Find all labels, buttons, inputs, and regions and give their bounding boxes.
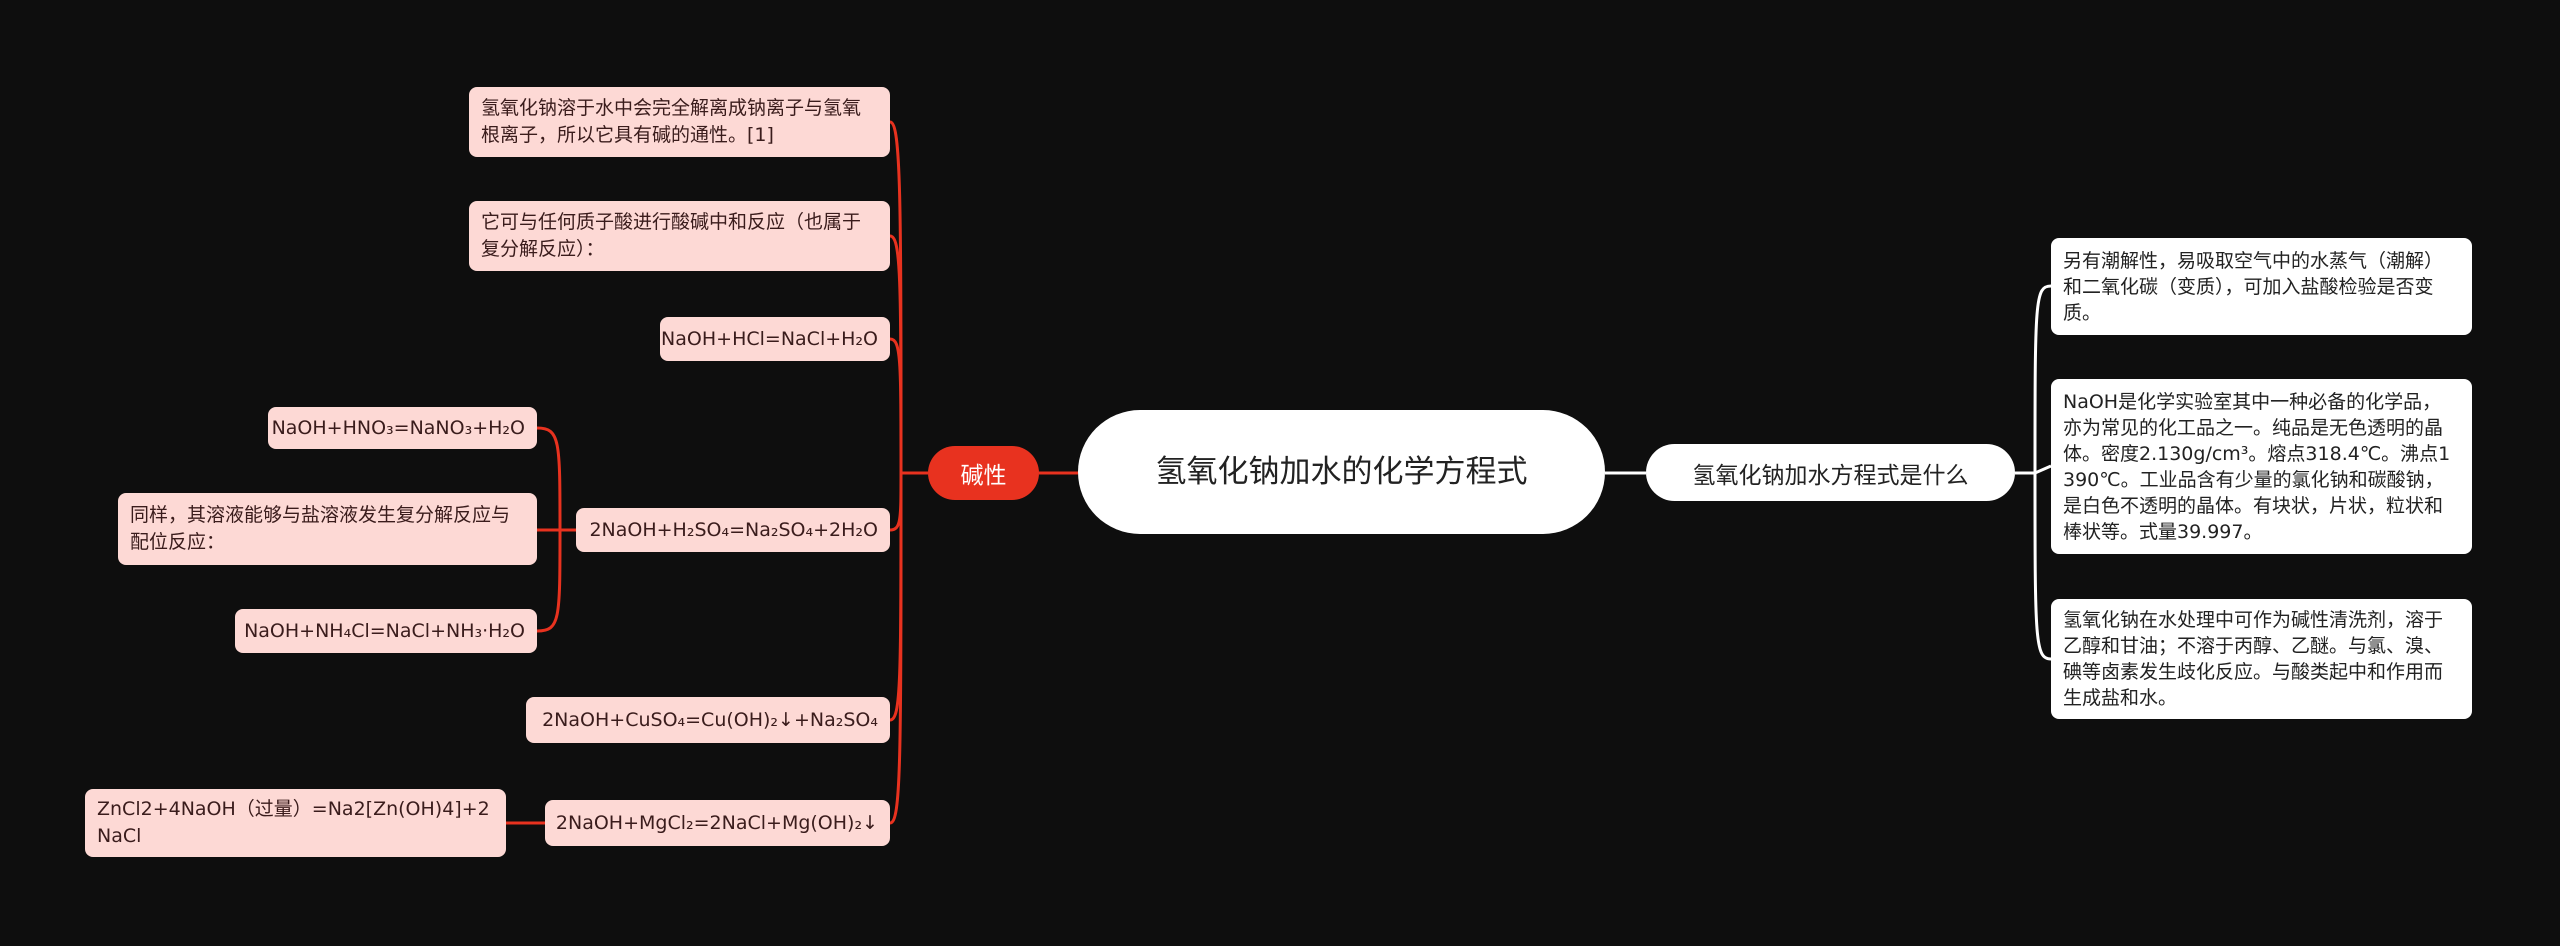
connector <box>2033 472 2052 661</box>
leaf-text: 氢氧化钠溶于水中会完全解离成钠离子与氢氧根离子，所以它具有碱的通性。[1] <box>481 97 862 146</box>
leaf-text: 氢氧化钠在水处理中可作为碱性清洗剂，溶于乙醇和甘油；不溶于丙醇、乙醚。与氯、溴、… <box>2063 609 2444 709</box>
connector <box>889 472 903 532</box>
leaf-text: ZnCl2+4NaOH（过量）=Na2[Zn(OH)4]+2NaCl <box>97 798 490 847</box>
leaf-text: 2NaOH+MgCl₂=2NaCl+Mg(OH)₂↓ <box>555 811 878 834</box>
central-topic-label: 氢氧化钠加水的化学方程式 <box>1155 454 1528 490</box>
connector <box>2033 284 2052 474</box>
leaf-text: 2NaOH+CuSO₄=Cu(OH)₂↓+Na₂SO₄ <box>542 708 878 731</box>
sub-leaf[interactable]: NaOH+HNO₃=NaNO₃+H₂O <box>268 407 537 449</box>
branch-what-is-equation[interactable]: 氢氧化钠加水方程式是什么 <box>1646 444 2015 501</box>
branch-label: 氢氧化钠加水方程式是什么 <box>1692 462 1969 489</box>
leaf-text: NaOH+HNO₃=NaNO₃+H₂O <box>271 416 525 439</box>
leaf-text: 2NaOH+H₂SO₄=Na₂SO₄+2H₂O <box>589 518 878 541</box>
sub-leaf[interactable]: ZnCl2+4NaOH（过量）=Na2[Zn(OH)4]+2NaCl <box>85 789 506 857</box>
leaf-text: 它可与任何质子酸进行酸碱中和反应（也属于复分解反应）： <box>481 211 862 260</box>
right-leaf[interactable]: NaOH是化学实验室其中一种必备的化学品，亦为常见的化工品之一。纯品是无色透明的… <box>2051 379 2472 554</box>
leaf-text: 另有潮解性，易吸取空气中的水蒸气（潮解）和二氧化碳（变质），可加入盐酸检验是否变… <box>2063 249 2444 324</box>
connector <box>536 426 562 531</box>
connector <box>889 472 903 825</box>
sub-leaf[interactable]: 同样，其溶液能够与盐溶液发生复分解反应与配位反应： <box>118 493 537 565</box>
left-leaf[interactable]: 2NaOH+CuSO₄=Cu(OH)₂↓+Na₂SO₄ <box>526 697 890 743</box>
right-leaf[interactable]: 氢氧化钠在水处理中可作为碱性清洗剂，溶于乙醇和甘油；不溶于丙醇、乙醚。与氯、溴、… <box>2051 599 2472 719</box>
leaf-text: NaOH+HCl=NaCl+H₂O <box>661 327 878 350</box>
right-leaf[interactable]: 另有潮解性，易吸取空气中的水蒸气（潮解）和二氧化碳（变质），可加入盐酸检验是否变… <box>2051 238 2472 335</box>
left-leaf[interactable]: 氢氧化钠溶于水中会完全解离成钠离子与氢氧根离子，所以它具有碱的通性。[1] <box>469 87 890 157</box>
connector <box>536 529 562 633</box>
connector <box>889 337 903 474</box>
central-topic[interactable]: 氢氧化钠加水的化学方程式 <box>1078 410 1605 534</box>
left-leaf[interactable]: NaOH+HCl=NaCl+H₂O <box>660 317 890 361</box>
leaf-text: NaOH是化学实验室其中一种必备的化学品，亦为常见的化工品之一。纯品是无色透明的… <box>2063 390 2451 543</box>
leaf-text: NaOH+NH₄Cl=NaCl+NH₃·H₂O <box>244 619 525 642</box>
branch-alkalinity[interactable]: 碱性 <box>928 446 1039 500</box>
left-leaf[interactable]: 它可与任何质子酸进行酸碱中和反应（也属于复分解反应）： <box>469 201 890 271</box>
leaf-text: 同样，其溶液能够与盐溶液发生复分解反应与配位反应： <box>130 504 511 553</box>
sub-leaf[interactable]: NaOH+NH₄Cl=NaCl+NH₃·H₂O <box>235 609 537 653</box>
branch-label: 碱性 <box>960 463 1007 489</box>
left-leaf[interactable]: 2NaOH+MgCl₂=2NaCl+Mg(OH)₂↓ <box>545 800 890 846</box>
left-leaf[interactable]: 2NaOH+H₂SO₄=Na₂SO₄+2H₂O <box>576 508 890 552</box>
connector <box>2034 464 2052 475</box>
